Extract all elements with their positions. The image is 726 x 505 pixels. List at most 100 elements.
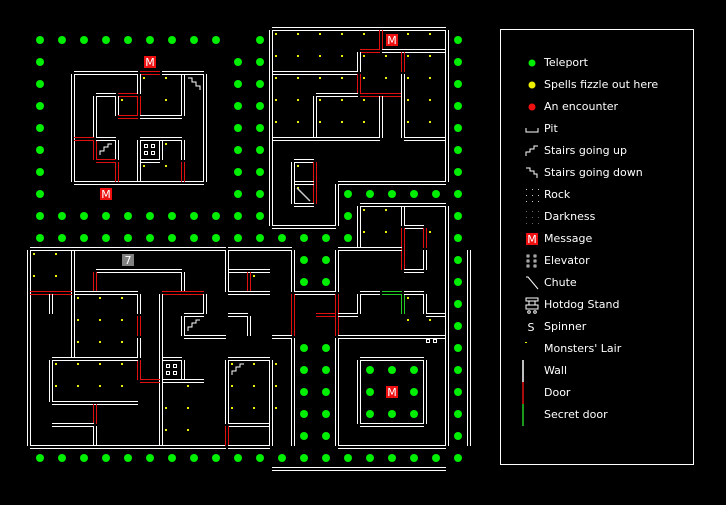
teleport-icon — [256, 58, 264, 66]
teleport-icon — [212, 234, 220, 242]
wall — [181, 316, 185, 336]
teleport-icon — [388, 454, 396, 462]
monsters-lair-icon — [297, 99, 299, 101]
wall — [140, 115, 182, 119]
monsters-lair-icon — [253, 363, 255, 365]
wall — [335, 250, 339, 292]
teleport-icon — [168, 234, 176, 242]
wall — [74, 291, 138, 295]
teleport-icon — [300, 278, 308, 286]
teleport-icon — [322, 234, 330, 242]
monsters-lair-icon — [319, 77, 321, 79]
wall — [272, 71, 358, 75]
teleport-icon — [168, 36, 176, 44]
monsters-lair-icon — [165, 165, 167, 167]
teleport-icon — [256, 146, 264, 154]
wall — [159, 294, 163, 446]
legend-label: An encounter — [544, 100, 619, 113]
wall — [291, 250, 295, 292]
teleport-icon — [454, 300, 462, 308]
monsters-lair-icon — [121, 385, 123, 387]
message-marker: M — [100, 188, 112, 201]
wall — [291, 338, 295, 446]
wall — [360, 291, 380, 295]
wall — [115, 140, 119, 160]
wall — [294, 291, 336, 295]
teleport-icon — [410, 366, 418, 374]
monsters-lair-icon — [165, 429, 167, 431]
monsters-lair-icon — [121, 341, 123, 343]
wall — [357, 294, 361, 314]
teleport-icon — [300, 234, 308, 242]
teleport-icon — [454, 80, 462, 88]
legend-item-pit: Pit — [501, 120, 691, 138]
monsters-lair-icon — [187, 385, 189, 387]
wall — [93, 96, 97, 138]
wall — [335, 338, 339, 446]
teleport-icon — [454, 344, 462, 352]
teleport-icon — [234, 146, 242, 154]
teleport-icon — [256, 234, 264, 242]
wall — [269, 30, 273, 226]
teleport-icon — [256, 212, 264, 220]
secret-door — [401, 294, 405, 314]
teleport-icon — [168, 454, 176, 462]
door — [137, 96, 141, 116]
teleport-icon — [36, 124, 44, 132]
wall — [445, 206, 449, 446]
chute-icon — [296, 187, 311, 202]
monsters-lair-icon — [253, 385, 255, 387]
teleport-icon — [256, 168, 264, 176]
teleport-icon — [124, 234, 132, 242]
door — [360, 93, 402, 97]
teleport-icon — [388, 366, 396, 374]
teleport-icon — [190, 234, 198, 242]
legend-label: Chute — [544, 276, 577, 289]
door — [291, 294, 295, 336]
teleport-icon — [432, 190, 440, 198]
teleport-icon — [454, 58, 462, 66]
hotdog-stand-icon — [433, 339, 437, 343]
wall — [228, 247, 292, 251]
door — [137, 360, 141, 380]
teleport-icon — [234, 190, 242, 198]
elevator-icon — [151, 144, 155, 148]
legend-label: Wall — [544, 364, 568, 377]
wall — [93, 426, 97, 446]
wall — [225, 250, 229, 292]
monsters-lair-icon — [297, 77, 299, 79]
legend-label: Secret door — [544, 408, 608, 421]
teleport-icon — [58, 454, 66, 462]
marker-label: 7 — [125, 254, 132, 267]
teleport-icon — [454, 410, 462, 418]
message-label: M — [387, 386, 397, 399]
legend-item-teleport: Teleport — [501, 54, 691, 72]
legend-item-stairs-going-down: Stairs going down — [501, 164, 691, 182]
monsters-lair-icon — [363, 231, 365, 233]
teleport-icon — [190, 212, 198, 220]
monsters-lair-icon — [165, 77, 167, 79]
message-icon — [386, 386, 398, 398]
monsters-lair-icon — [99, 385, 101, 387]
wall — [96, 93, 116, 97]
wall — [228, 423, 270, 427]
teleport-icon — [300, 344, 308, 352]
wall — [335, 184, 339, 226]
wall — [74, 71, 138, 75]
monsters-lair-icon — [429, 55, 431, 57]
teleport-icon — [344, 234, 352, 242]
monsters-lair-icon — [55, 253, 57, 255]
monsters-lair-icon — [319, 55, 321, 57]
wall — [162, 71, 204, 75]
wall — [181, 140, 185, 160]
monsters-lair-icon — [385, 55, 387, 57]
svg-text:M: M — [527, 233, 537, 246]
door — [313, 162, 317, 204]
monsters-lair-icon — [429, 231, 431, 233]
legend-item-an-encounter: An encounter — [501, 98, 691, 116]
teleport-icon — [410, 454, 418, 462]
monsters-lair-icon — [319, 121, 321, 123]
monsters-lair-icon — [407, 55, 409, 57]
